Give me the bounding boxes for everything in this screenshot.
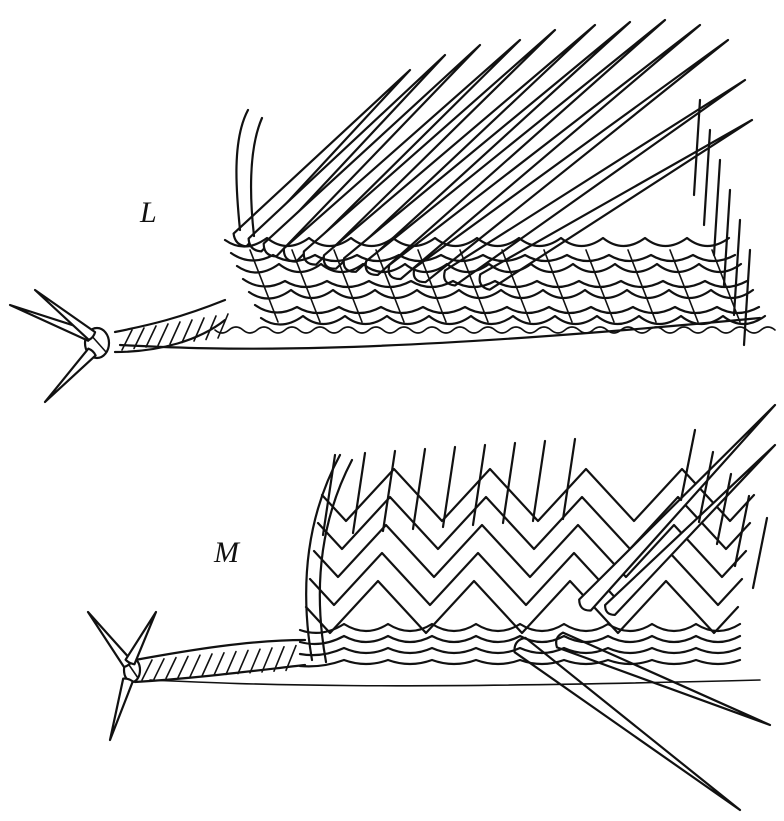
weave-row [255, 305, 759, 313]
lattice-row [310, 553, 742, 605]
braid-figure-l [10, 20, 775, 402]
cord-twist [190, 655, 200, 677]
figure-label-l: L [140, 198, 157, 228]
bottom-edge [215, 327, 775, 333]
cord-twist [214, 653, 224, 675]
rib-line [753, 518, 767, 588]
cord-top [115, 300, 225, 332]
tie-end [110, 679, 133, 740]
rib-line [533, 441, 545, 521]
weave-row [261, 316, 765, 325]
cord-twist [194, 318, 204, 341]
cord-twist [218, 314, 228, 338]
rib-line [383, 451, 395, 531]
cord-twist [202, 654, 212, 676]
cord-twist [226, 652, 236, 675]
cord-twist [142, 660, 152, 680]
figure-label-m: M [214, 538, 239, 568]
rib-line [714, 160, 720, 255]
rib-line [413, 449, 425, 529]
cord-twist [158, 324, 168, 346]
cord-twist [146, 326, 156, 347]
cord-twist [166, 658, 176, 679]
leaf-strip [556, 633, 770, 725]
weave-row [300, 660, 740, 666]
leaf-strip [605, 445, 775, 615]
braid-figure-m [88, 405, 775, 810]
weave-row [249, 290, 753, 299]
rib-line [503, 443, 515, 523]
cord-twist [238, 650, 248, 673]
cord-twist [178, 656, 188, 677]
rib-line [704, 130, 710, 225]
curled-edge [236, 110, 248, 230]
cord-twist [170, 322, 180, 344]
cord-twist [122, 330, 132, 350]
tie-end [45, 349, 96, 402]
rib-line [353, 453, 365, 533]
cord-twist [154, 659, 164, 679]
